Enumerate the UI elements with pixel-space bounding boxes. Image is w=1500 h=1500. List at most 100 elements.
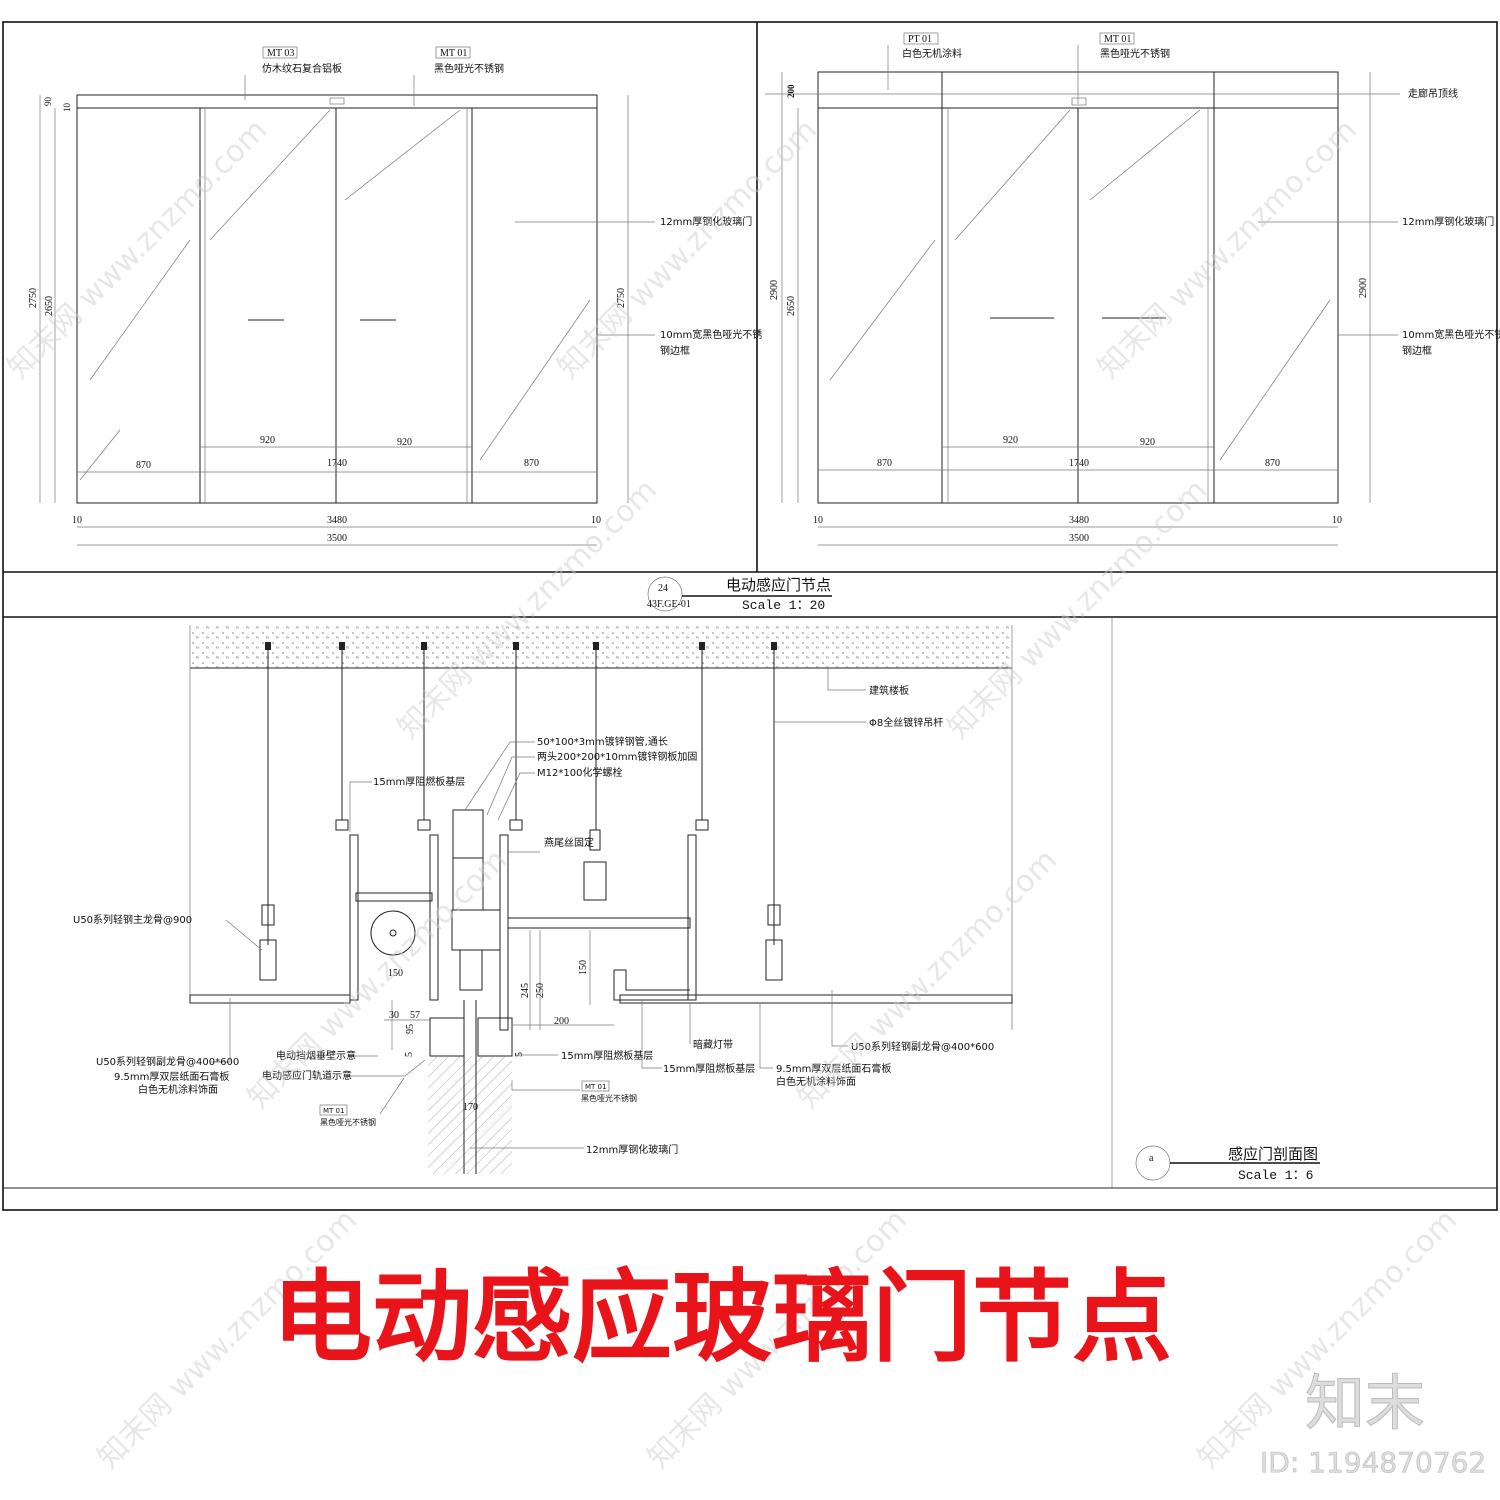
svg-text:U50系列轻钢主龙骨@900: U50系列轻钢主龙骨@900 (73, 913, 192, 926)
elevation-right (765, 45, 1400, 546)
section-labels: 建筑楼板 Φ8全丝镀锌吊杆 50*100*3mm镀锌钢管,通长 两头200*20… (73, 668, 994, 1156)
svg-text:知末网 www.znzmo.com: 知末网 www.znzmo.com (1091, 113, 1364, 386)
svg-text:MT 01: MT 01 (585, 1083, 606, 1091)
svg-text:250: 250 (535, 983, 546, 998)
svg-text:870: 870 (524, 458, 539, 469)
callout-glass: 12mm厚钢化玻璃门 (1402, 215, 1494, 228)
svg-text:U50系列轻钢副龙骨@400*600: U50系列轻钢副龙骨@400*600 (96, 1055, 239, 1068)
svg-text:200: 200 (554, 1016, 569, 1027)
svg-text:3480: 3480 (327, 515, 347, 526)
svg-text:Scale 1：6: Scale 1：6 (1238, 1168, 1313, 1183)
svg-text:a: a (1149, 1153, 1154, 1164)
material-label: 黑色哑光不锈钢 (434, 62, 504, 75)
svg-text:黑色哑光不锈钢: 黑色哑光不锈钢 (320, 1117, 376, 1127)
svg-text:MT 01: MT 01 (1104, 34, 1131, 45)
svg-text:870: 870 (1265, 458, 1280, 469)
svg-text:10: 10 (72, 515, 82, 526)
svg-text:200: 200 (786, 84, 796, 98)
svg-text:870: 870 (877, 458, 892, 469)
tag-mt01: MT 01 (1099, 32, 1135, 45)
svg-text:3480: 3480 (1069, 515, 1089, 526)
svg-text:Φ8全丝镀锌吊杆: Φ8全丝镀锌吊杆 (869, 716, 943, 729)
svg-text:9.5mm厚双层纸面石膏板: 9.5mm厚双层纸面石膏板 (114, 1070, 229, 1083)
svg-text:150: 150 (578, 960, 589, 975)
svg-text:MT 03: MT 03 (267, 48, 294, 59)
callout-frame: 10mm宽黑色哑光不锈 (1402, 328, 1500, 341)
svg-text:U50系列轻钢副龙骨@400*600: U50系列轻钢副龙骨@400*600 (851, 1040, 994, 1053)
svg-text:170: 170 (463, 1102, 478, 1113)
svg-text:10: 10 (62, 103, 72, 113)
svg-text:1740: 1740 (327, 458, 347, 469)
svg-text:150: 150 (388, 968, 403, 979)
svg-text:15mm厚阻燃板基层: 15mm厚阻燃板基层 (561, 1049, 653, 1062)
svg-text:感应门剖面图: 感应门剖面图 (1228, 1145, 1318, 1163)
svg-text:PT 01: PT 01 (908, 34, 932, 45)
svg-text:57: 57 (410, 1010, 420, 1021)
svg-text:白色无机涂料饰面: 白色无机涂料饰面 (138, 1083, 218, 1096)
svg-text:15mm厚阻燃板基层: 15mm厚阻燃板基层 (373, 775, 465, 788)
id-text: ID: 1194870762 (1260, 1446, 1486, 1479)
svg-text:电动挡烟垂壁示意: 电动挡烟垂壁示意 (276, 1049, 356, 1062)
svg-text:10: 10 (1332, 515, 1342, 526)
svg-text:15mm厚阻燃板基层: 15mm厚阻燃板基层 (663, 1062, 755, 1075)
svg-text:2650: 2650 (44, 296, 55, 316)
svg-text:建筑楼板: 建筑楼板 (869, 684, 909, 697)
svg-text:5: 5 (404, 1052, 415, 1057)
svg-text:MT 01: MT 01 (440, 48, 467, 59)
banner-title: 电动感应玻璃门节点 (272, 1259, 1172, 1376)
svg-text:电动感应门轨道示意: 电动感应门轨道示意 (262, 1069, 352, 1082)
svg-text:9.5mm厚双层纸面石膏板: 9.5mm厚双层纸面石膏板 (776, 1062, 891, 1075)
svg-text:M12*100化学螺栓: M12*100化学螺栓 (537, 766, 622, 779)
svg-text:5: 5 (514, 1052, 525, 1057)
callout-frame-2: 钢边框 (660, 344, 690, 357)
tag-pt01: PT 01 (903, 32, 939, 45)
svg-text:暗藏灯带: 暗藏灯带 (693, 1038, 733, 1051)
svg-text:10: 10 (813, 515, 823, 526)
svg-text:2900: 2900 (1358, 278, 1369, 298)
svg-text:870: 870 (136, 460, 151, 471)
svg-text:2750: 2750 (616, 288, 627, 308)
material-label: 黑色哑光不锈钢 (1100, 47, 1170, 60)
svg-text:知末网 www.znzmo.com: 知末网 www.znzmo.com (391, 473, 664, 746)
svg-text:燕尾丝固定: 燕尾丝固定 (544, 836, 594, 849)
svg-text:3500: 3500 (327, 533, 347, 544)
svg-text:知末网 www.znzmo.com: 知末网 www.znzmo.com (551, 113, 824, 386)
dimensions-right: 200 2900 2650 2900 870 920 920 870 1740 … (769, 84, 1369, 544)
section-drawing (189, 625, 1013, 1174)
svg-text:两头200*200*10mm镀锌钢板加固: 两头200*200*10mm镀锌钢板加固 (537, 750, 697, 763)
svg-text:知末网 www.znzmo.com: 知末网 www.znzmo.com (941, 473, 1214, 746)
svg-text:白色无机涂料饰面: 白色无机涂料饰面 (776, 1075, 856, 1088)
svg-text:黑色哑光不锈钢: 黑色哑光不锈钢 (581, 1093, 637, 1103)
svg-text:95: 95 (405, 1024, 416, 1034)
svg-text:MT 01: MT 01 (323, 1107, 344, 1115)
svg-text:920: 920 (1140, 437, 1155, 448)
svg-text:电动感应门节点: 电动感应门节点 (726, 576, 831, 594)
svg-text:12mm厚钢化玻璃门: 12mm厚钢化玻璃门 (586, 1143, 678, 1156)
svg-text:10: 10 (591, 515, 601, 526)
callout-frame: 10mm宽黑色哑光不锈 (660, 328, 762, 341)
svg-text:43F.GE-01: 43F.GE-01 (647, 599, 691, 610)
logo: 知末 (1305, 1369, 1425, 1439)
callout-frame-2: 钢边框 (1402, 344, 1432, 357)
svg-text:90: 90 (43, 97, 53, 107)
callout-ceiling-line: 走廊吊顶线 (1408, 87, 1458, 100)
svg-text:30: 30 (389, 1010, 399, 1021)
svg-text:1740: 1740 (1069, 458, 1089, 469)
tag-mt03: MT 03 (262, 46, 298, 59)
svg-text:920: 920 (260, 435, 275, 446)
svg-text:Scale 1：20: Scale 1：20 (742, 598, 825, 613)
svg-text:24: 24 (658, 583, 668, 594)
dimensions-left: 90 10 2750 2650 2750 870 920 920 870 174… (28, 97, 627, 545)
svg-text:3500: 3500 (1069, 533, 1089, 544)
svg-text:知末网 www.znzmo.com: 知末网 www.znzmo.com (791, 843, 1064, 1116)
material-label: 仿木纹石复合铝板 (262, 62, 342, 75)
svg-text:920: 920 (397, 437, 412, 448)
tag-mt01: MT 01 (435, 46, 471, 59)
detail-title: 24 43F.GE-01 电动感应门节点 Scale 1：20 (647, 576, 832, 613)
svg-text:2650: 2650 (786, 296, 797, 316)
section-title: a 感应门剖面图 Scale 1：6 (1135, 1145, 1320, 1183)
section-dimensions: 150 30 57 95 5 5 170 245 250 200 150 (388, 960, 589, 1113)
elevation-left (39, 75, 629, 546)
